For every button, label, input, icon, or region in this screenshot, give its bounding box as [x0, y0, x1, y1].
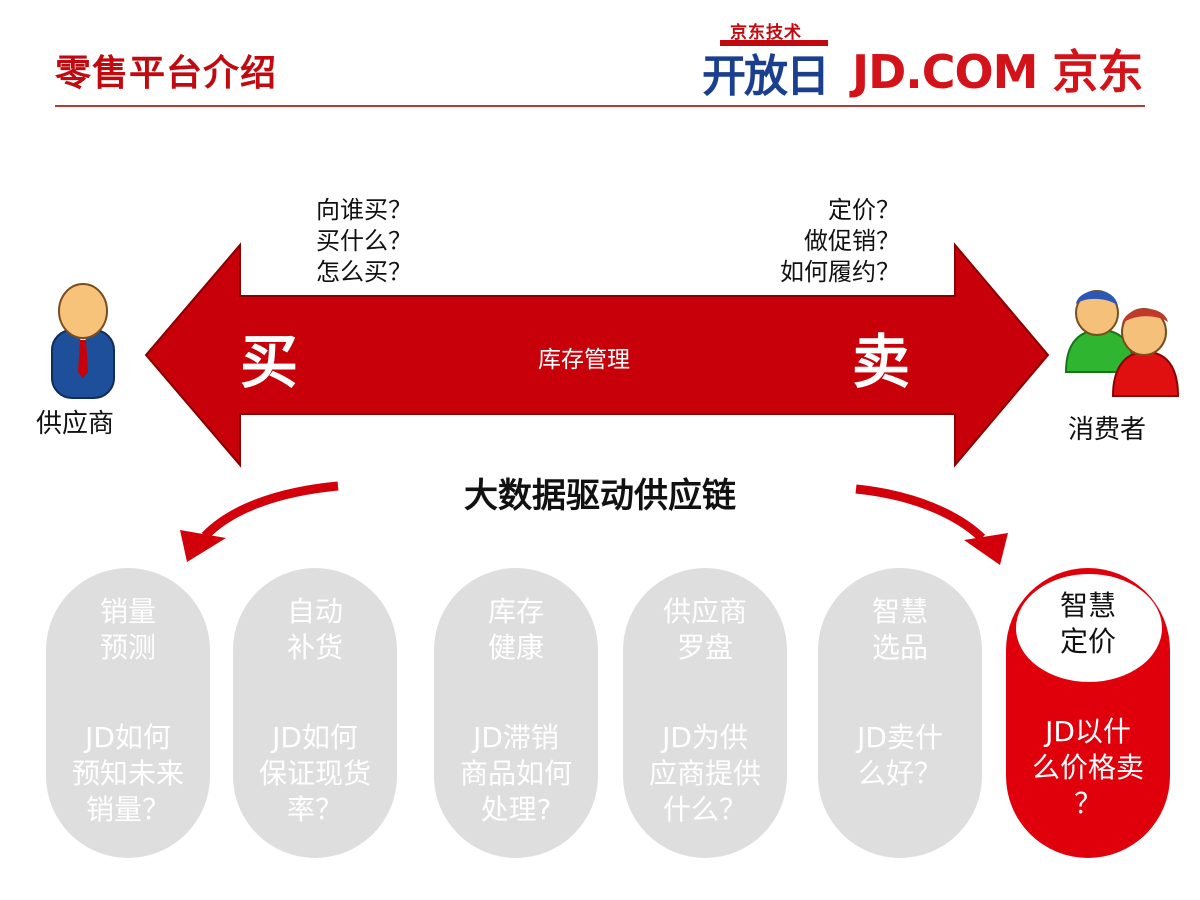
card-heading: 销量 预测 [46, 594, 210, 666]
right-curved-arrow-head [964, 533, 1008, 565]
card-question: JD为供 应商提供 什么？ [633, 720, 777, 828]
card-question-line: 预知未来 [71, 757, 184, 790]
card-question-line: 应商提供 [648, 757, 761, 790]
card-smart-selection: 智慧 选品 JD卖什 么好？ [818, 568, 982, 858]
card-heading: 供应商 罗盘 [623, 594, 787, 666]
sell-label: 卖 [852, 328, 911, 396]
card-question-line: 率？ [286, 793, 343, 826]
card-heading-line: 供应商 [662, 595, 747, 628]
big-data-supply-chain-title: 大数据驱动供应链 [464, 476, 736, 516]
card-question-line: 处理? [480, 793, 552, 826]
card-heading-line: 定价 [1059, 625, 1116, 658]
card-question-line: JD如何 [272, 721, 358, 754]
inventory-management-label: 库存管理 [538, 347, 630, 373]
buyer-question: 买什么？ [316, 227, 412, 255]
card-heading-line: 选品 [871, 631, 928, 664]
card-heading: 智慧 定价 [1006, 588, 1170, 660]
card-heading-line: 罗盘 [676, 631, 733, 664]
seller-questions: 定价？ 做促销？ 如何履约？ [760, 195, 900, 288]
card-question-line: JD以什 [1045, 715, 1131, 748]
card-question: JD如何 预知未来 销量？ [56, 720, 200, 828]
card-highlight-oval [1016, 574, 1162, 682]
logo-open-main-text: 开放日 [702, 51, 830, 102]
card-question-line: 商品如何 [459, 757, 572, 790]
jd-com-logo: JD.COM 京东 [852, 45, 1143, 99]
left-curved-arrow-head [180, 530, 226, 562]
seller-question: 定价？ [828, 196, 900, 224]
card-heading-line: 智慧 [1059, 589, 1116, 622]
card-question-line: 么价格卖 [1031, 751, 1144, 784]
supplier-person-icon [51, 283, 115, 399]
card-question: JD以什 么价格卖 ？ [1016, 714, 1160, 822]
card-heading-line: 销量 [99, 595, 156, 628]
card-question: JD滞销 商品如何 处理? [444, 720, 588, 828]
card-heading-line: 库存 [487, 595, 544, 628]
left-curved-arrow-shaft [201, 481, 339, 540]
card-question-line: 么好？ [857, 757, 942, 790]
buyer-question: 怎么买？ [316, 258, 412, 286]
card-heading-line: 健康 [487, 631, 544, 664]
jd-open-day-logo: 京东技术 开放日 [702, 18, 837, 102]
supplier-label: 供应商 [36, 409, 115, 439]
card-question-line: JD为供 [662, 721, 748, 754]
consumer-people-icon [1064, 290, 1180, 397]
card-question-line: JD如何 [85, 721, 171, 754]
header-divider [55, 105, 1145, 107]
card-question: JD如何 保证现货 率？ [243, 720, 387, 828]
buy-label: 买 [240, 328, 299, 396]
card-heading: 库存 健康 [434, 594, 598, 666]
card-supplier-compass: 供应商 罗盘 JD为供 应商提供 什么？ [623, 568, 787, 858]
card-heading-line: 智慧 [871, 595, 928, 628]
card-smart-pricing: 智慧 定价 JD以什 么价格卖 ？ [1006, 568, 1170, 858]
card-question-line: ？ [1073, 787, 1102, 820]
card-question-line: 销量？ [85, 793, 170, 826]
card-heading: 自动 补货 [233, 594, 397, 666]
seller-question: 如何履约？ [780, 258, 900, 286]
seller-question: 做促销？ [804, 227, 900, 255]
logo-open-top-text: 京东技术 [730, 23, 802, 43]
card-auto-replenishment: 自动 补货 JD如何 保证现货 率？ [233, 568, 397, 858]
card-question-line: 保证现货 [258, 757, 371, 790]
double-arrow [144, 242, 1050, 468]
consumer-label: 消费者 [1068, 415, 1147, 445]
card-heading-line: 自动 [286, 595, 343, 628]
card-heading-line: 补货 [286, 631, 343, 664]
card-question-line: JD滞销 [473, 721, 559, 754]
page-title: 零售平台介绍 [55, 53, 278, 94]
card-question-line: JD卖什 [857, 721, 943, 754]
right-curved-arrow-shaft [855, 484, 986, 542]
buyer-question: 向谁买？ [316, 196, 412, 224]
card-heading: 智慧 选品 [818, 594, 982, 666]
card-sales-forecast: 销量 预测 JD如何 预知未来 销量？ [46, 568, 210, 858]
buyer-questions: 向谁买？ 买什么？ 怎么买？ [316, 195, 412, 288]
card-question: JD卖什 么好？ [828, 720, 972, 792]
card-heading-line: 预测 [99, 631, 156, 664]
logo-ribbon [720, 40, 828, 46]
card-question-line: 什么？ [662, 793, 747, 826]
card-inventory-health: 库存 健康 JD滞销 商品如何 处理? [434, 568, 598, 858]
